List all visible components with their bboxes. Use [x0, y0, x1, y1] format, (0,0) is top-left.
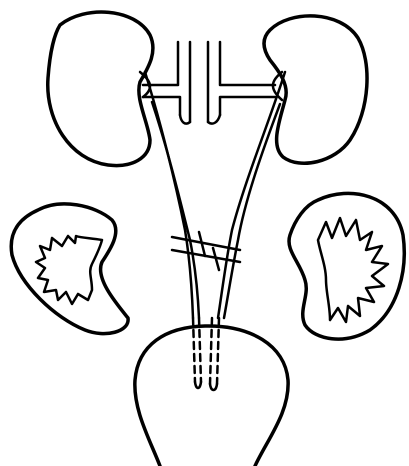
right-ureter: [218, 72, 285, 318]
lower-left-kidney: [11, 204, 128, 334]
upper-left-kidney: [48, 12, 153, 165]
lower-right-kidney: [289, 193, 404, 339]
intravesical-ureters: [193, 318, 219, 390]
